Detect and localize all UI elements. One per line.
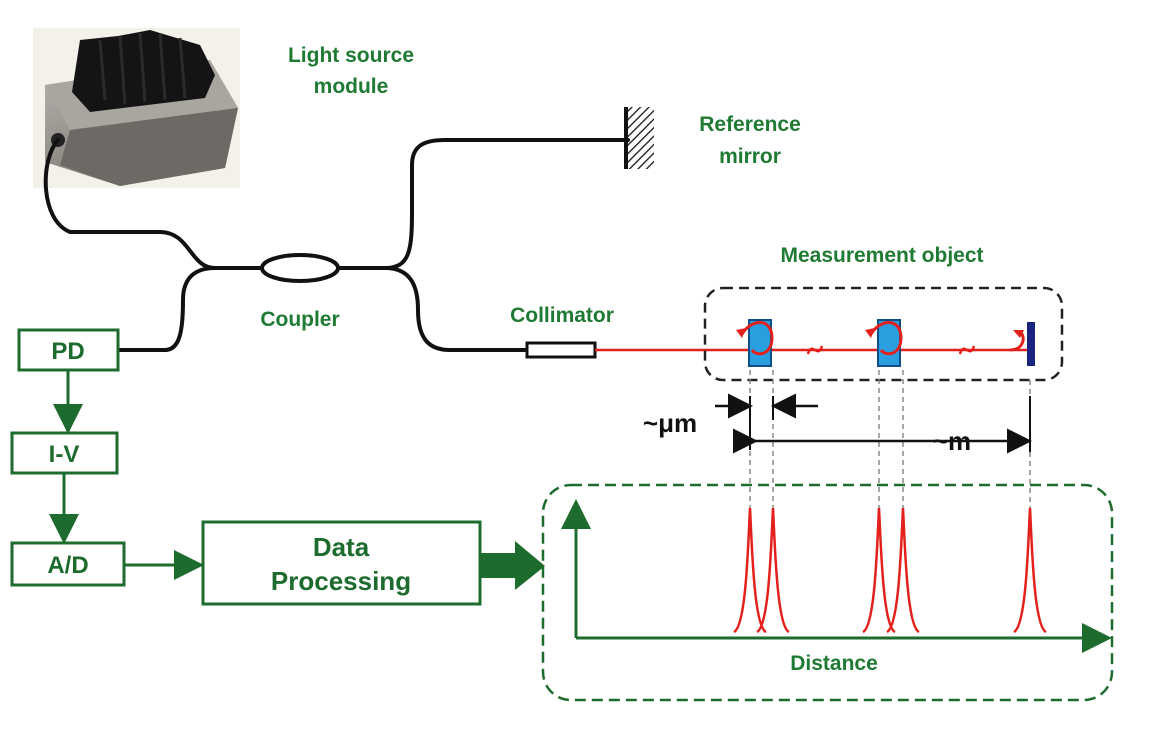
pd-block-label: PD <box>51 338 84 365</box>
reflection-peak-4 <box>886 507 920 634</box>
meter-gap-label: ~m <box>933 426 971 456</box>
collimator-label: Collimator <box>510 304 614 327</box>
drop-lines <box>749 370 1031 520</box>
end-mirror <box>1009 322 1035 366</box>
scatter-marks <box>806 345 976 355</box>
ad-block-label: A/D <box>47 552 88 579</box>
coupler-icon <box>260 253 340 283</box>
reflection-peak-5 <box>1013 507 1047 634</box>
data-processing-block: Data Processing <box>201 520 482 606</box>
reference-mirror-label-line2: mirror <box>719 145 781 168</box>
measurement-object-label: Measurement object <box>780 244 983 267</box>
data-processing-label-line2: Processing <box>271 566 411 596</box>
measurement-object-box <box>703 286 1064 382</box>
micron-gap-label: ~μm <box>643 408 697 438</box>
iv-block: I-V <box>10 431 119 475</box>
peak-group <box>733 507 1047 634</box>
ad-block: A/D <box>10 541 126 587</box>
plot-frame <box>541 483 1114 702</box>
processing-to-plot-arrow <box>481 541 545 590</box>
meter-gap-dimension <box>733 396 1032 454</box>
reflection-peak-3 <box>862 507 896 634</box>
sample-element-2 <box>865 319 903 367</box>
pd-block: PD <box>17 328 120 372</box>
data-processing-label-line1: Data <box>313 532 370 562</box>
reference-mirror <box>624 107 654 169</box>
optical-fibers <box>43 138 630 352</box>
iv-block-label: I-V <box>49 441 80 468</box>
collimator-icon <box>525 341 597 359</box>
reference-mirror-label-line1: Reference <box>699 113 801 136</box>
coupler-label: Coupler <box>260 308 339 331</box>
light-source-label-line1: Light source <box>288 44 414 67</box>
sample-element-1 <box>736 319 774 367</box>
plot-x-axis-label: Distance <box>790 652 878 675</box>
reflection-peak-2 <box>756 507 790 634</box>
light-source-label-line2: module <box>314 75 389 98</box>
reflection-peak-1 <box>733 507 767 634</box>
light-source-module-image <box>33 28 240 188</box>
